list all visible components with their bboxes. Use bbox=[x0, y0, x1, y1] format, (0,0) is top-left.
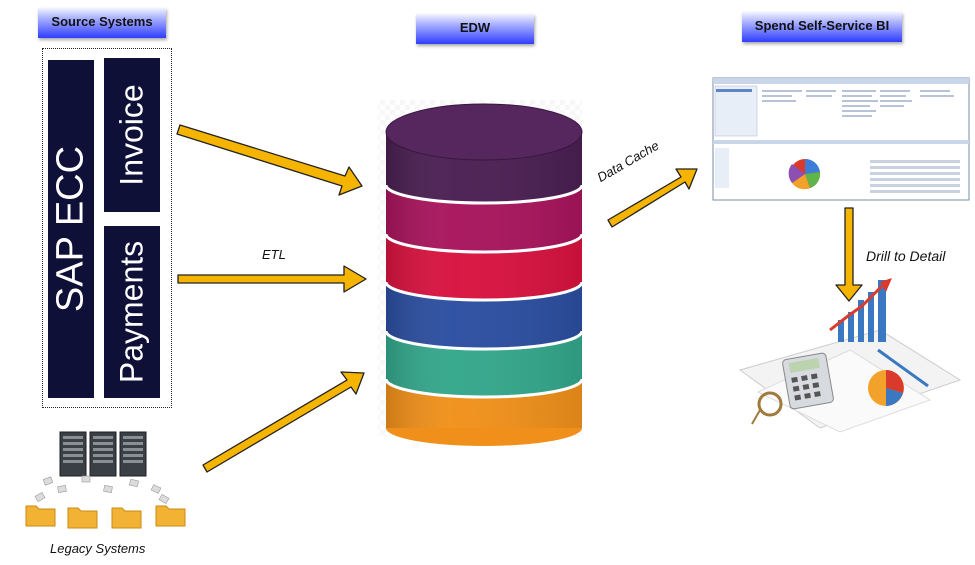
arrow-invoice-to-edw bbox=[176, 124, 363, 196]
legacy-servers-icon bbox=[25, 431, 186, 529]
sap-ecc-bar: SAP ECC bbox=[48, 60, 94, 398]
arrow-drill-down bbox=[835, 207, 863, 302]
arrow-etl bbox=[177, 265, 367, 293]
source-systems-header: Source Systems bbox=[38, 8, 166, 38]
edw-header: EDW bbox=[416, 14, 534, 44]
arrow-legacy-to-edw bbox=[202, 371, 365, 473]
payments-bar: Payments bbox=[104, 226, 160, 398]
bi-dashboard-screenshot bbox=[712, 77, 970, 201]
etl-label: ETL bbox=[262, 247, 286, 262]
invoice-bar: Invoice bbox=[104, 58, 160, 212]
bi-header: Spend Self-Service BI bbox=[742, 12, 902, 42]
source-systems-box bbox=[42, 48, 172, 408]
edw-database-icon bbox=[378, 100, 584, 446]
drill-to-detail-label: Drill to Detail bbox=[866, 248, 946, 264]
legacy-systems-label: Legacy Systems bbox=[50, 541, 146, 556]
financial-analysis-illustration bbox=[738, 278, 962, 433]
arrow-data-cache bbox=[607, 168, 698, 228]
